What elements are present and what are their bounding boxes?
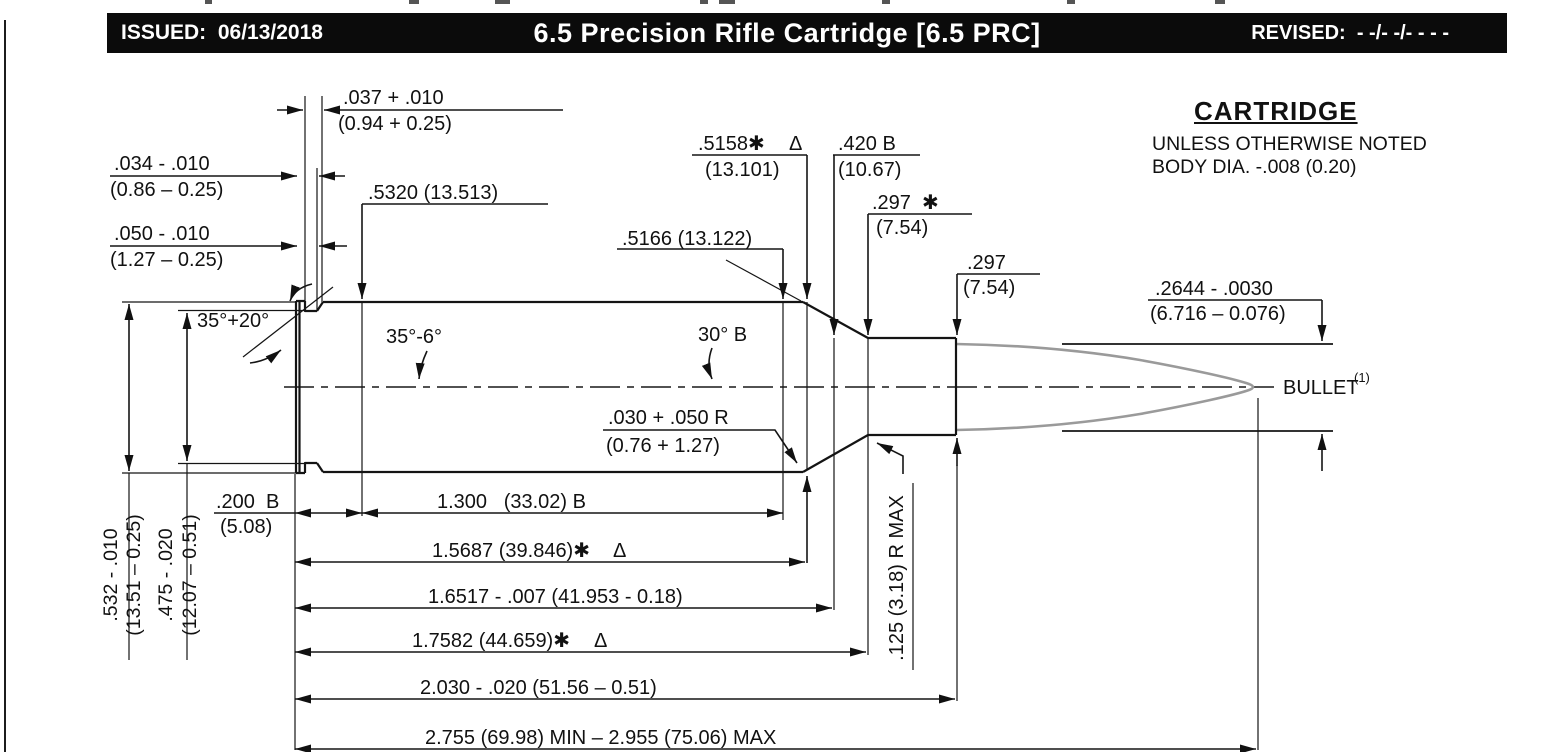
- dim-bullet-diameter: .2644 - .0030: [1155, 278, 1273, 300]
- title-bar: ISSUED: 06/13/2018 6.5 Precision Rifle C…: [107, 13, 1507, 53]
- dim-length-17582: 1.7582 (44.659)✱: [412, 630, 570, 652]
- dim-base-radius: .125 (3.18) R MAX: [886, 495, 908, 661]
- angle-shoulder: 30° B: [698, 324, 747, 346]
- dim-bullet-diameter-mm: (6.716 – 0.076): [1150, 303, 1286, 325]
- dim-050: .050 - .010: [114, 223, 210, 245]
- text-fragment: [205, 0, 212, 4]
- dim-length-1300: 1.300 (33.02) B: [437, 491, 586, 513]
- text-fragment: [700, 0, 708, 4]
- dim-shoulder-diameter-2: .5166 (13.122): [622, 228, 752, 250]
- angle-rim-bevel: 35°+20°: [197, 310, 269, 332]
- dim-neck-diameter: .420 B: [838, 133, 896, 155]
- text-fragment: [882, 0, 890, 4]
- bullet-diameter-reference-lines: [1062, 343, 1333, 432]
- issued-field: ISSUED: 06/13/2018: [107, 21, 323, 45]
- bullet-outline: [955, 342, 1255, 432]
- drawing-title: 6.5 Precision Rifle Cartridge [6.5 PRC]: [533, 17, 1041, 48]
- dim-034: .034 - .010: [114, 153, 210, 175]
- dim-shoulder-diameter: .5158✱: [698, 133, 765, 155]
- bullet-label: BULLET: [1283, 377, 1359, 399]
- notes-line-1: UNLESS OTHERWISE NOTED: [1152, 133, 1427, 155]
- text-fragment: [1215, 0, 1225, 4]
- dimension-labels: .037 + .010 (0.94 + 0.25) .034 - .010 (0…: [100, 87, 1370, 749]
- dim-rim-diameter: .532 - .010: [100, 528, 122, 621]
- text-fragment: [719, 0, 735, 4]
- dim-297-right-mm: (7.54): [963, 277, 1015, 299]
- page-border-left: [4, 20, 6, 752]
- dim-034-mm: (0.86 – 0.25): [110, 179, 223, 201]
- dim-length-16517: 1.6517 - .007 (41.953 - 0.18): [428, 586, 683, 608]
- dim-cartridge-oal: 2.755 (69.98) MIN – 2.955 (75.06) MAX: [425, 727, 776, 749]
- revised-label: REVISED:: [1251, 21, 1346, 44]
- text-fragment: [1067, 0, 1075, 4]
- delta-symbol: Δ: [789, 133, 802, 155]
- cartridge-notes: CARTRIDGE UNLESS OTHERWISE NOTED BODY DI…: [1152, 96, 1472, 179]
- dim-groove-diameter: .475 - .020: [155, 528, 177, 621]
- issued-date: 06/13/2018: [217, 21, 323, 44]
- dim-length-15687: 1.5687 (39.846)✱: [432, 540, 590, 562]
- angle-body: 35°-6°: [386, 326, 442, 348]
- dim-neck-diameter-mm: (10.67): [838, 159, 901, 181]
- dim-297-left: .297 ✱: [872, 192, 939, 214]
- dim-case-length: 2.030 - .020 (51.56 – 0.51): [420, 677, 657, 699]
- dim-200B: .200 B: [216, 491, 279, 513]
- dim-shoulder-diameter-mm: (13.101): [705, 159, 780, 181]
- notes-title: CARTRIDGE: [1194, 96, 1358, 126]
- dim-200B-mm: (5.08): [220, 516, 272, 538]
- dim-rim-thickness: .037 + .010: [343, 87, 444, 109]
- dim-groove-diameter-mm: (12.07 – 0.51): [179, 514, 201, 635]
- notes-line-2: BODY DIA. -.008 (0.20): [1152, 156, 1357, 178]
- dimension-lines: [110, 105, 1327, 752]
- dim-297-right: .297: [967, 252, 1006, 274]
- bullet-footnote-sup: (1): [1354, 370, 1370, 385]
- delta-symbol: Δ: [613, 540, 626, 562]
- revised-value: - -/- -/- - - -: [1356, 21, 1449, 44]
- dim-050-mm: (1.27 – 0.25): [110, 249, 223, 271]
- issued-label: ISSUED:: [121, 21, 207, 44]
- delta-symbol: Δ: [594, 630, 607, 652]
- dim-base-diameter: .5320 (13.513): [368, 182, 498, 204]
- revised-field: REVISED: - -/- -/- - - -: [1251, 22, 1507, 45]
- dim-297-left-mm: (7.54): [876, 217, 928, 239]
- dim-neck-radius: .030 + .050 R: [608, 407, 729, 429]
- dim-rim-thickness-mm: (0.94 + 0.25): [338, 113, 452, 135]
- text-fragment: [409, 0, 419, 4]
- dim-rim-diameter-mm: (13.51 – 0.25): [123, 514, 145, 635]
- text-fragment: [495, 0, 510, 4]
- dim-neck-radius-mm: (0.76 + 1.27): [606, 435, 720, 457]
